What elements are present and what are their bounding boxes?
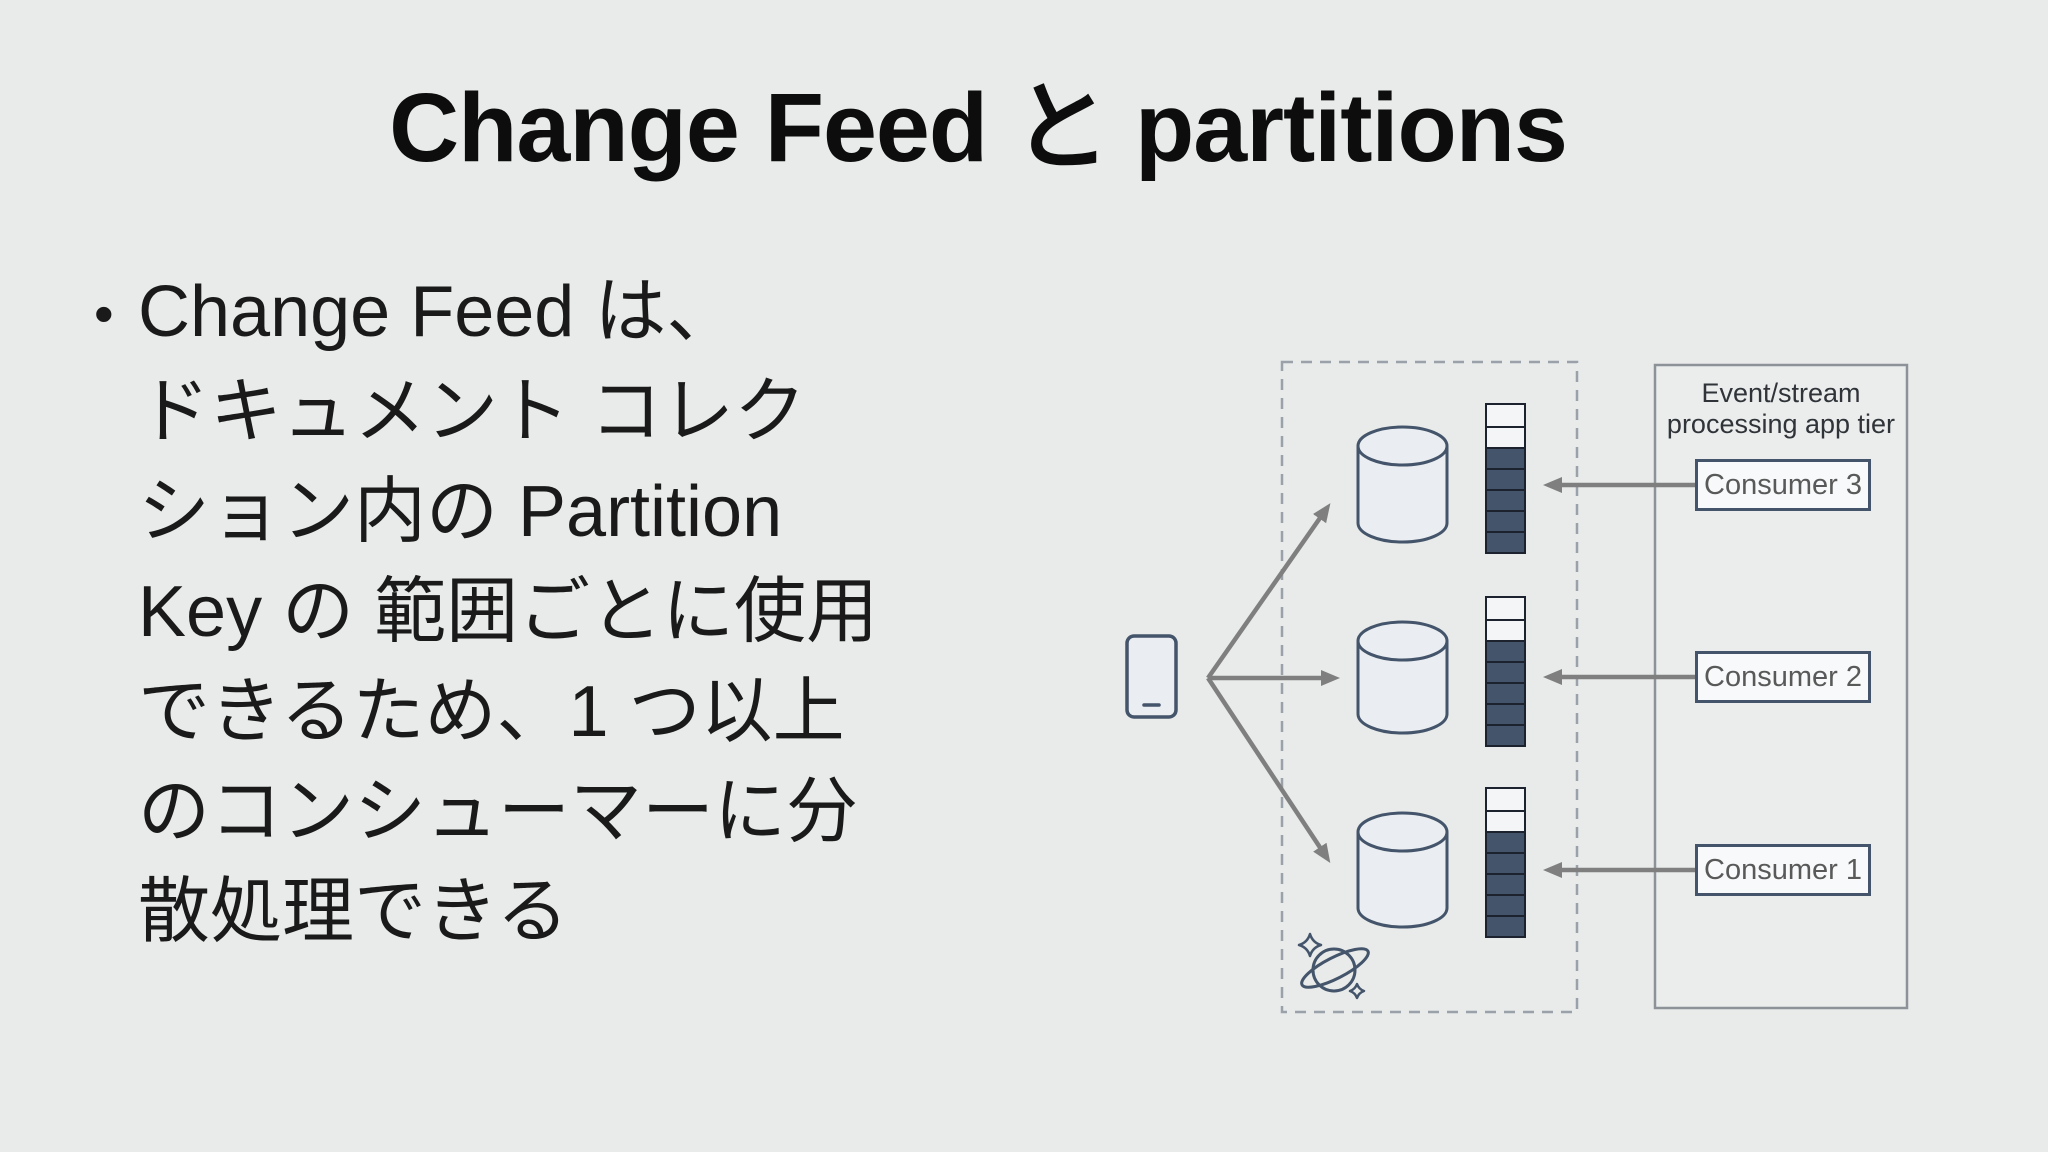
feed-segment-dark (1487, 852, 1524, 873)
database-cylinder-1 (1356, 425, 1449, 544)
sparkle-icon-small (1348, 982, 1366, 1000)
change-feed-bar-1 (1485, 403, 1526, 554)
feed-segment-dark (1487, 915, 1524, 936)
consumer-3-box: Consumer 3 (1695, 459, 1871, 511)
feed-segment-dark (1487, 447, 1524, 468)
bullet-text-line-5: できるため、1 つ以上 (138, 672, 845, 752)
feed-segment-light (1487, 810, 1524, 831)
feed-segment-dark (1487, 489, 1524, 510)
feed-segment-light (1487, 789, 1524, 810)
bullet-text-line-2: ドキュメント コレク (138, 372, 807, 452)
database-cylinder-3 (1356, 811, 1449, 929)
bullet-text: Change Feed は、 ドキュメント コレク ション内の Partitio… (138, 262, 878, 962)
feed-segment-dark (1487, 894, 1524, 915)
slide-title: Change Feed と partitions (389, 73, 1568, 182)
planet-icon (1297, 932, 1370, 1000)
bullet-marker: • (94, 282, 114, 345)
app-tier-label-line-2: processing app tier (1666, 409, 1896, 439)
feed-segment-dark (1487, 468, 1524, 489)
app-tier-label: Event/stream processing app tier (1655, 378, 1907, 440)
change-feed-bar-3 (1485, 787, 1526, 938)
bullet-list: • Change Feed は、 ドキュメント コレク ション内の Partit… (92, 262, 878, 962)
mobile-device-icon (1125, 634, 1178, 719)
arrow-device-to-partition-3 (1206, 676, 1331, 864)
feed-segment-light (1487, 598, 1524, 619)
feed-segment-dark (1487, 831, 1524, 852)
feed-segment-dark (1487, 661, 1524, 682)
feed-segment-dark (1487, 873, 1524, 894)
sparkle-icon-large (1297, 932, 1323, 958)
change-feed-bar-2 (1485, 596, 1526, 747)
bullet-text-line-4: Key の 範囲ごとに使用 (138, 572, 879, 652)
feed-segment-light (1487, 619, 1524, 640)
feed-segment-dark (1487, 531, 1524, 552)
feed-segment-dark (1487, 724, 1524, 745)
bullet-text-line-1: Change Feed は、 (138, 272, 739, 352)
feed-segment-dark (1487, 682, 1524, 703)
partitions-dashed-boundary (1280, 360, 1579, 1014)
feed-segment-light (1487, 426, 1524, 447)
feed-segment-light (1487, 405, 1524, 426)
feed-segment-dark (1487, 510, 1524, 531)
database-cylinder-2 (1356, 620, 1449, 735)
feed-segment-dark (1487, 703, 1524, 724)
feed-segment-dark (1487, 640, 1524, 661)
bullet-text-line-6: のコンシューマーに分 (138, 772, 859, 852)
arrow-device-to-partition-1 (1206, 503, 1331, 680)
consumer-1-box: Consumer 1 (1695, 844, 1871, 896)
app-tier-label-line-1: Event/stream (1701, 378, 1861, 408)
bullet-text-line-7: 散処理できる (138, 872, 569, 952)
consumer-2-box: Consumer 2 (1695, 651, 1871, 703)
bullet-text-line-3: ション内の Partition (138, 472, 783, 552)
